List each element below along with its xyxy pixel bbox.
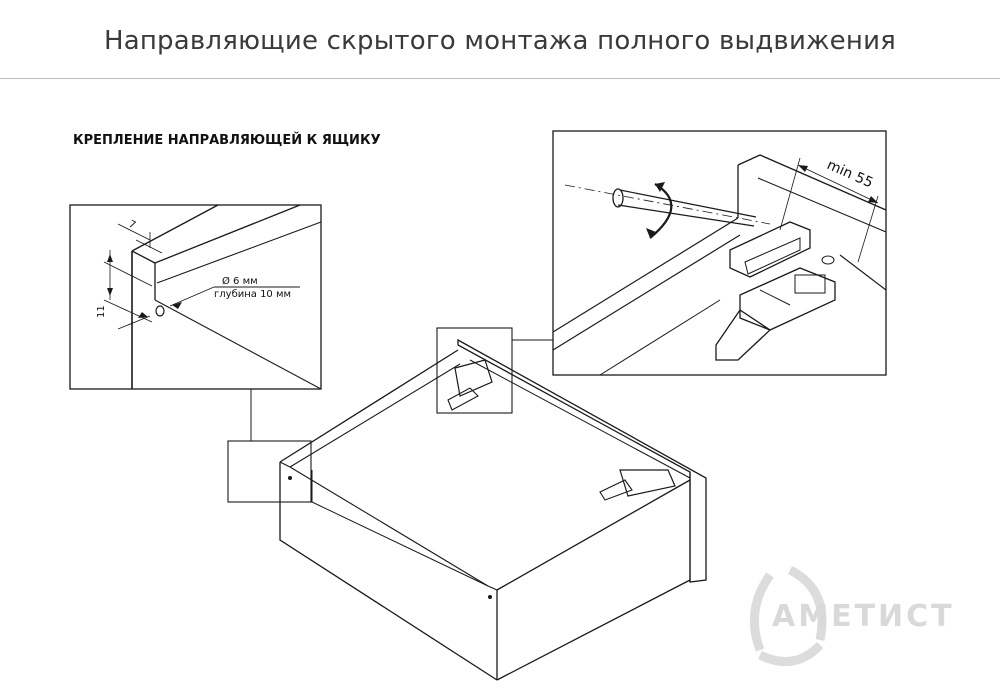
brand-name: АМЕТИСТ [772, 599, 955, 634]
hole-depth-label: глубина 10 мм [214, 289, 291, 300]
brand-watermark: АМЕТИСТ [749, 565, 955, 666]
brand-logo-icon [749, 565, 827, 666]
drawer-isometric [227, 327, 707, 681]
left-detail-view [69, 204, 322, 390]
section-heading: КРЕПЛЕНИЕ НАПРАВЛЯЮЩЕЙ К ЯЩИКУ [73, 133, 381, 148]
title-divider [0, 78, 1000, 79]
dim-side-label: 11 [96, 305, 107, 318]
hole-diameter-label: Ø 6 мм [222, 275, 258, 287]
page-title: Направляющие скрытого монтажа полного вы… [103, 26, 897, 56]
right-detail-frame [552, 130, 887, 376]
left-detail-frame [69, 204, 322, 390]
dim-top-label: 7 [127, 219, 138, 232]
callout-box-left [227, 440, 312, 503]
